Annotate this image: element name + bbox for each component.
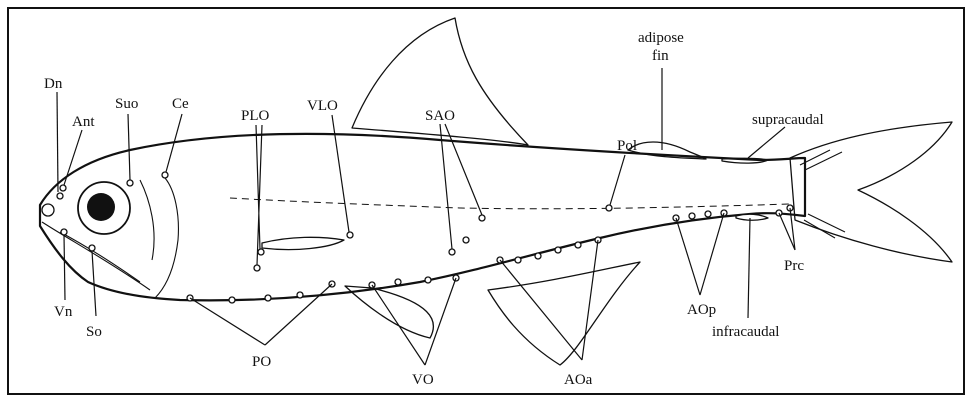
label-ce: Ce: [172, 96, 189, 112]
leader-vn: [63, 234, 66, 301]
label-vlo: VLO: [307, 98, 338, 114]
label-suo: Suo: [115, 96, 138, 112]
label-so: So: [86, 324, 102, 340]
label-adipose-line2: fin: [652, 48, 669, 64]
photophore-aoa: [574, 241, 582, 249]
label-infracaudal: infracaudal: [712, 324, 779, 340]
label-pol: Pol: [617, 138, 637, 154]
label-aoa: AOa: [564, 372, 593, 388]
photophore-aoa: [554, 246, 562, 254]
label-plo: PLO: [241, 108, 270, 124]
leader-infracaudal: [747, 217, 751, 319]
photophore-po: [264, 294, 272, 302]
leader-vo: [371, 277, 457, 366]
photophore-aop: [688, 212, 696, 220]
photophore-aoa: [514, 256, 522, 264]
label-prc: Prc: [784, 258, 804, 274]
leader-so: [91, 250, 97, 317]
photophore-sao: [462, 236, 470, 244]
nostril: [41, 203, 55, 217]
label-po: PO: [252, 354, 271, 370]
caudal-fin: [789, 121, 953, 263]
label-sao: SAO: [425, 108, 455, 124]
pelvic-fin: [344, 285, 434, 339]
label-vn: Vn: [54, 304, 73, 320]
photophore-suo: [126, 179, 134, 187]
label-vo: VO: [412, 372, 434, 388]
photophore-sao: [448, 248, 456, 256]
label-adipose-line1: adipose: [638, 30, 684, 46]
anal-fin: [487, 261, 641, 366]
photophore-po: [296, 291, 304, 299]
leader-dn: [56, 91, 59, 193]
leader-lines: [56, 68, 796, 366]
leader-sao: [439, 123, 483, 250]
label-supracaudal: supracaudal: [752, 112, 824, 128]
leader-ce: [165, 113, 183, 173]
photophore-vo: [394, 278, 402, 286]
photophore-vlo: [346, 231, 354, 239]
leader-ant: [63, 129, 83, 186]
photophore-vn: [60, 228, 68, 236]
leader-aoa: [499, 239, 599, 361]
infracaudal-gland: [735, 213, 769, 221]
lateral-line: [229, 197, 791, 210]
leader-vlo: [331, 114, 350, 233]
leader-po: [189, 283, 333, 346]
mouth-line: [59, 231, 141, 283]
photophore-ant: [59, 184, 67, 192]
leader-aop: [675, 212, 725, 296]
label-aop: AOp: [687, 302, 716, 318]
photophore-so: [88, 244, 96, 252]
photophore-po: [228, 296, 236, 304]
pectoral-fin: [261, 236, 345, 251]
photophore-ce: [161, 171, 169, 179]
leader-supracaudal: [747, 126, 786, 159]
photophore-aoa: [534, 252, 542, 260]
photophore-pol: [605, 204, 613, 212]
photophore-sao: [478, 214, 486, 222]
operculum: [154, 177, 179, 299]
leader-prc: [778, 207, 796, 251]
leader-plo: [255, 124, 263, 266]
dorsal-fin: [351, 17, 529, 146]
figure-frame: [7, 7, 965, 395]
leader-pol: [609, 154, 626, 206]
photophore-plo: [253, 264, 261, 272]
label-ant: Ant: [72, 114, 95, 130]
eye-pupil: [87, 193, 115, 221]
label-dn: Dn: [44, 76, 63, 92]
preoperculum: [139, 179, 155, 261]
photophore-dn: [56, 192, 64, 200]
caudal-fin-rays: [799, 149, 846, 239]
leader-suo: [127, 113, 131, 181]
photophore-plo: [257, 248, 265, 256]
photophore-aop: [704, 210, 712, 218]
photophore-vo: [424, 276, 432, 284]
